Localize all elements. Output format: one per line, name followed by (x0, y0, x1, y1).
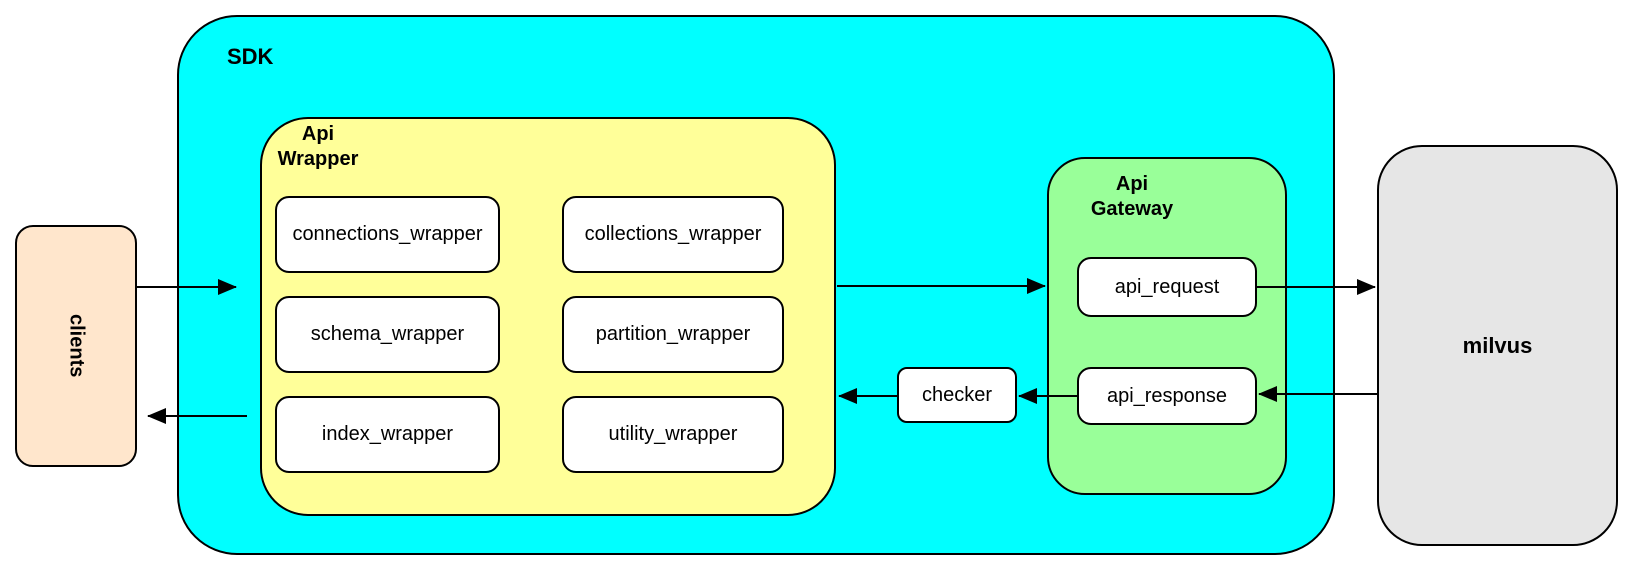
node-api-response-label: api_response (1106, 384, 1228, 407)
api-gateway-container (1047, 157, 1287, 495)
node-milvus: milvus (1377, 145, 1618, 546)
node-schema-wrapper: schema_wrapper (275, 296, 500, 373)
node-clients-label: clients (65, 314, 88, 378)
api-gateway-label: Api Gateway (1090, 173, 1174, 220)
node-collections-wrapper-label: collections_wrapper (584, 223, 762, 245)
node-api-request-label: api_request (1114, 275, 1220, 298)
node-utility-wrapper: utility_wrapper (562, 396, 784, 473)
node-schema-wrapper-label: schema_wrapper (310, 323, 465, 345)
node-api-request: api_request (1077, 257, 1257, 317)
node-connections-wrapper: connections_wrapper (275, 196, 500, 273)
node-collections-wrapper: collections_wrapper (562, 196, 784, 273)
node-clients: clients (15, 225, 137, 467)
node-connections-wrapper-label: connections_wrapper (292, 223, 483, 245)
node-api-response: api_response (1077, 367, 1257, 425)
api-wrapper-label: Api Wrapper (277, 123, 359, 170)
node-partition-wrapper: partition_wrapper (562, 296, 784, 373)
node-index-wrapper: index_wrapper (275, 396, 500, 473)
node-utility-wrapper-label: utility_wrapper (608, 423, 738, 445)
node-milvus-label: milvus (1462, 332, 1533, 358)
node-checker-label: checker (921, 383, 993, 406)
node-index-wrapper-label: index_wrapper (321, 423, 454, 445)
sdk-label: SDK (227, 44, 274, 69)
node-checker: checker (897, 367, 1017, 423)
node-partition-wrapper-label: partition_wrapper (595, 323, 751, 345)
